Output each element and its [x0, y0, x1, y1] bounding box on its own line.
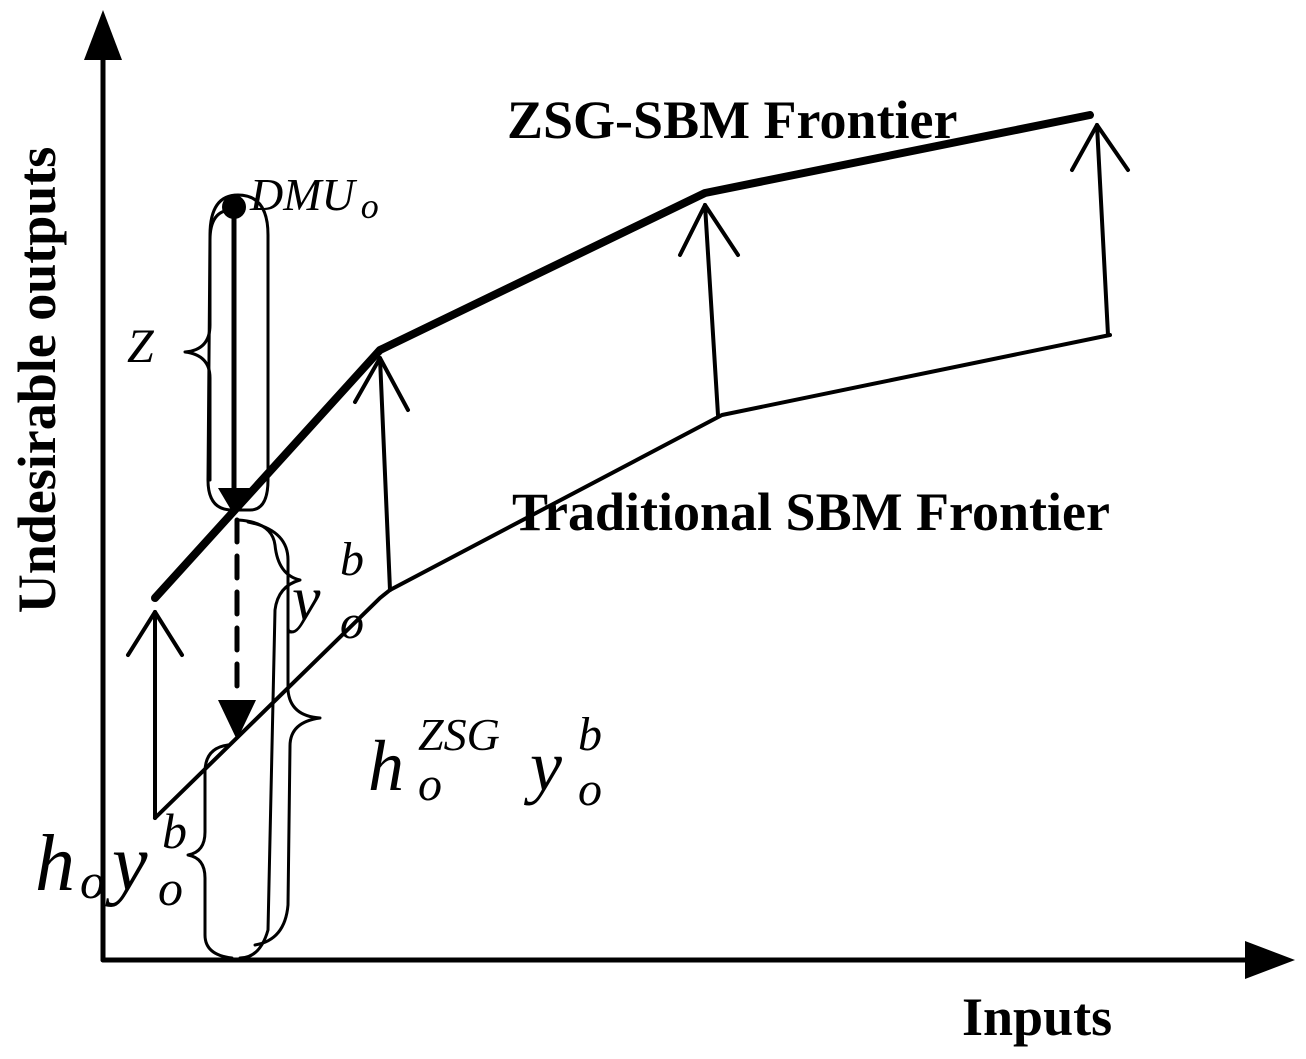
y-axis-label: Undesirable outputs	[7, 147, 67, 614]
axes	[84, 10, 1295, 979]
dmu-solid-arrowhead	[218, 488, 250, 515]
h-zsg-sup: ZSG	[418, 709, 500, 760]
h-zsg-y: y	[523, 726, 562, 806]
y-axis-arrowhead	[84, 10, 122, 60]
projection-arrowhead-3	[678, 203, 740, 257]
projection-arrow-2	[378, 356, 392, 592]
h-zsg-h: h	[368, 726, 404, 806]
dmu-label-sub: o	[361, 186, 379, 226]
y-ob-sub: o	[340, 596, 364, 649]
projection-arrows	[126, 123, 1130, 820]
projection-arrowhead-4	[1070, 123, 1130, 172]
y-ob-sup: b	[340, 533, 364, 586]
z-label: Z	[127, 320, 155, 373]
projection-arrowhead-left	[126, 610, 184, 657]
h-zsg-sub: o	[418, 758, 442, 811]
projection-arrowhead-2	[353, 356, 410, 412]
h-o-h: h	[35, 820, 75, 908]
h-zsg-y-sub: o	[578, 763, 602, 816]
dmu-label-main: DMU	[249, 169, 358, 220]
traditional-sbm-frontier-label: Traditional SBM Frontier	[512, 482, 1110, 542]
h-zsg-y-sup: b	[578, 708, 602, 761]
x-axis-arrowhead	[1245, 941, 1295, 979]
h-o-y-sub: o	[158, 860, 183, 916]
y-ob-label: y	[286, 563, 321, 634]
h-o-y: y	[105, 820, 148, 908]
zsg-sbm-frontier-label: ZSG-SBM Frontier	[507, 90, 957, 150]
projection-arrow-3	[703, 203, 720, 417]
brace-h-zsg	[246, 520, 322, 947]
brace-h-o	[186, 743, 234, 960]
dmu-dashed-arrowhead	[218, 700, 256, 740]
brace-z	[183, 208, 234, 482]
h-o-sub: o	[80, 853, 105, 909]
projection-arrow-4	[1095, 123, 1110, 337]
x-axis-label: Inputs	[962, 987, 1112, 1047]
braces	[183, 193, 322, 960]
dmu-capsule	[206, 193, 270, 512]
dmu-projection	[218, 195, 256, 740]
h-o-y-sup: b	[162, 803, 187, 859]
